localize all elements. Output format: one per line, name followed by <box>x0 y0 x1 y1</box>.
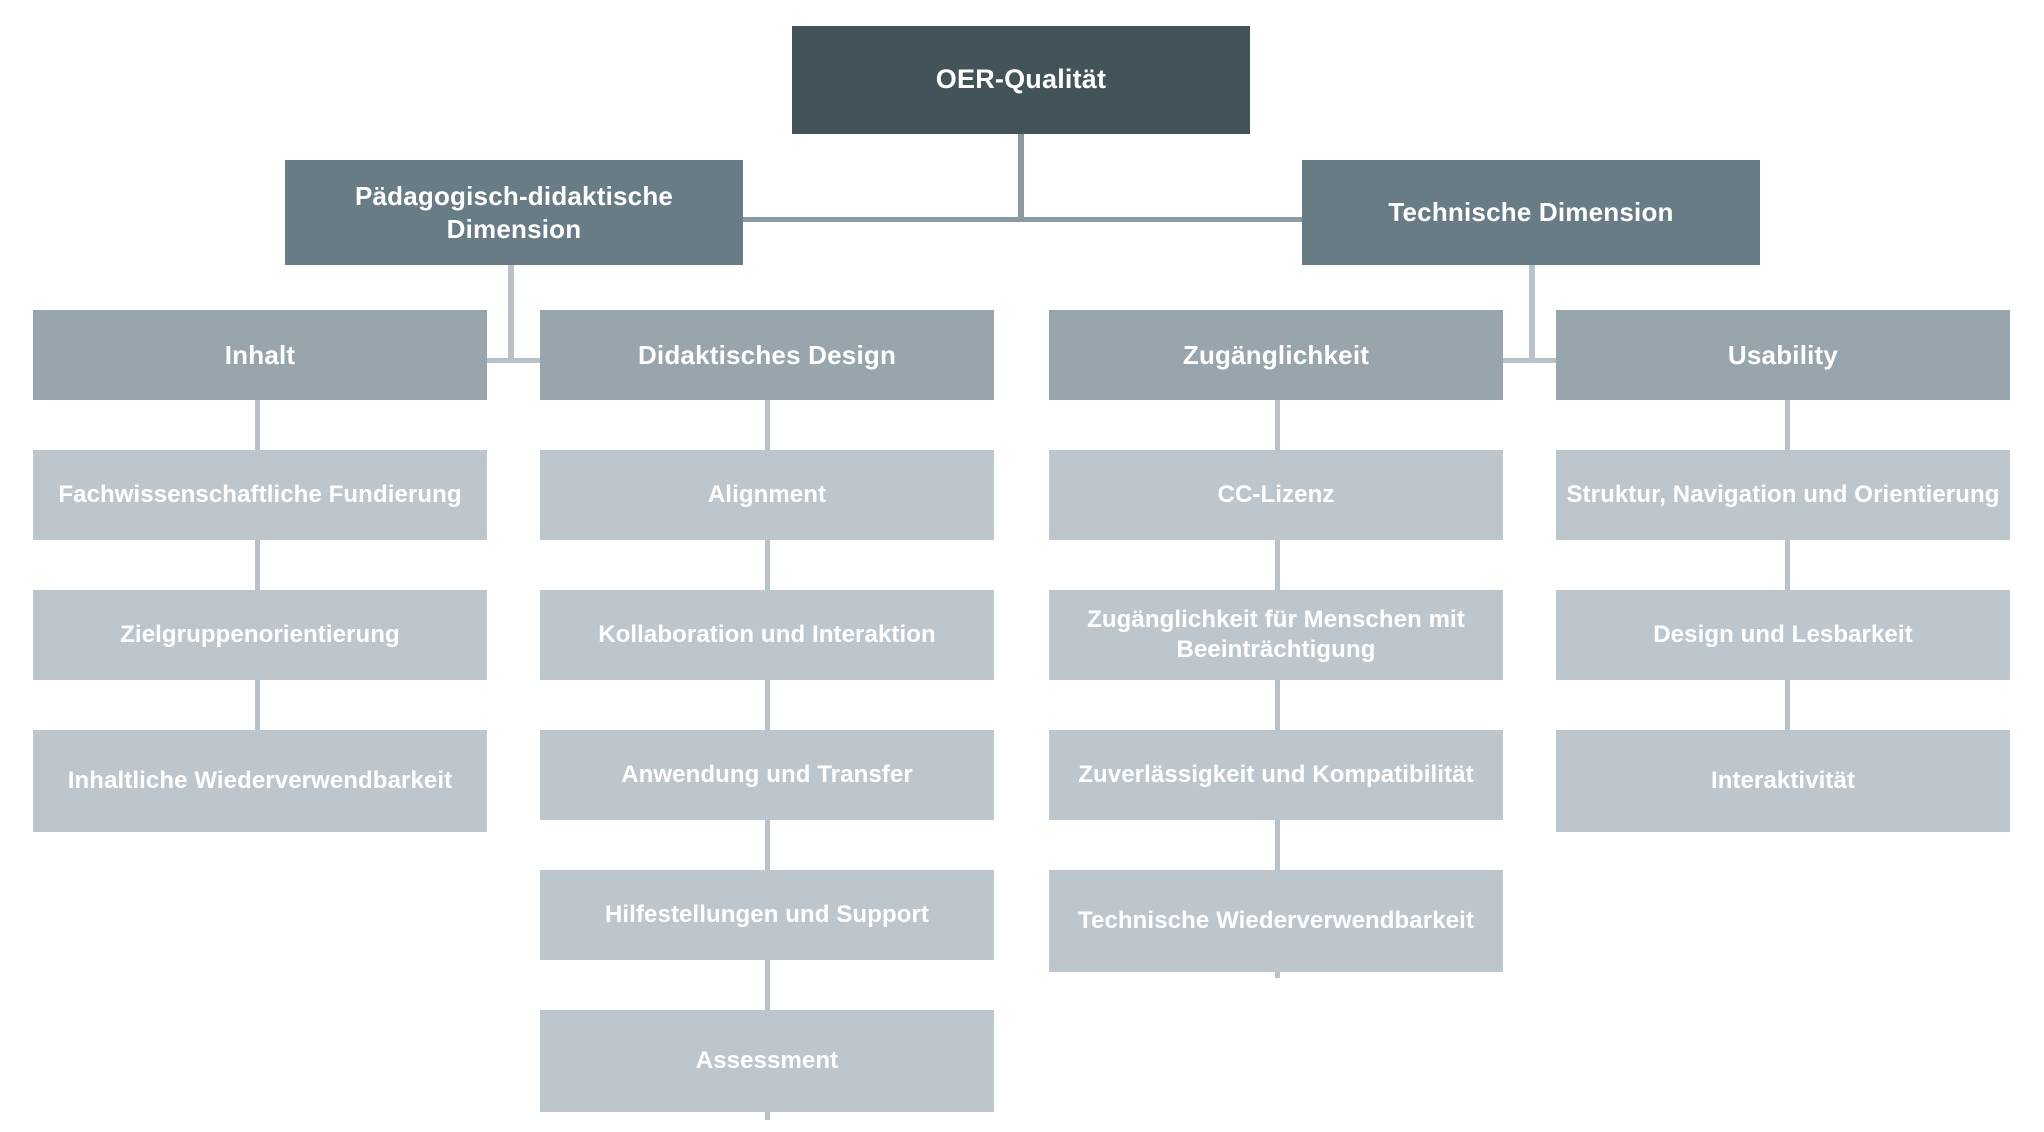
node-category-usability[interactable]: Usability <box>1556 310 2010 400</box>
node-dimension-technisch[interactable]: Technische Dimension <box>1302 160 1760 265</box>
node-criterion-cc-lizenz[interactable]: CC-Lizenz <box>1049 450 1503 540</box>
connector-technical-stem <box>1529 265 1535 362</box>
node-dimension-paedagogisch-didaktisch[interactable]: Pädagogisch-didaktische Dimension <box>285 160 743 265</box>
connector-dimensions-bar <box>735 217 1310 222</box>
node-root-oer-qualitaet[interactable]: OER-Qualität <box>792 26 1250 134</box>
node-criterion-struktur-navigation-orientierung[interactable]: Struktur, Navigation und Orientierung <box>1556 450 2010 540</box>
node-criterion-design-und-lesbarkeit[interactable]: Design und Lesbarkeit <box>1556 590 2010 680</box>
node-criterion-interaktivitaet[interactable]: Interaktivität <box>1556 730 2010 832</box>
connector-spine-zugaenglichkeit <box>1275 400 1280 978</box>
node-category-zugaenglichkeit[interactable]: Zugänglichkeit <box>1049 310 1503 400</box>
node-criterion-hilfestellungen-und-support[interactable]: Hilfestellungen und Support <box>540 870 994 960</box>
node-criterion-zielgruppenorientierung[interactable]: Zielgruppenorientierung <box>33 590 487 680</box>
node-criterion-zugaenglichkeit-beeintraechtigung[interactable]: Zugänglichkeit für Menschen mit Beeinträ… <box>1049 590 1503 680</box>
node-criterion-assessment[interactable]: Assessment <box>540 1010 994 1112</box>
node-criterion-alignment[interactable]: Alignment <box>540 450 994 540</box>
node-criterion-inhaltliche-wiederverwendbarkeit[interactable]: Inhaltliche Wiederverwendbarkeit <box>33 730 487 832</box>
connector-pedagogical-stem <box>508 265 514 362</box>
connector-technical-bar <box>1490 358 1590 363</box>
node-criterion-technische-wiederverwendbarkeit[interactable]: Technische Wiederverwendbarkeit <box>1049 870 1503 972</box>
node-criterion-fachwissenschaftliche-fundierung[interactable]: Fachwissenschaftliche Fundierung <box>33 450 487 540</box>
node-criterion-anwendung-und-transfer[interactable]: Anwendung und Transfer <box>540 730 994 820</box>
node-criterion-kollaboration-und-interaktion[interactable]: Kollaboration und Interaktion <box>540 590 994 680</box>
node-criterion-zuverlaessigkeit-und-kompatibilitaet[interactable]: Zuverlässigkeit und Kompatibilität <box>1049 730 1503 820</box>
node-category-didaktisches-design[interactable]: Didaktisches Design <box>540 310 994 400</box>
connector-root-stem <box>1018 134 1024 220</box>
node-category-inhalt[interactable]: Inhalt <box>33 310 487 400</box>
